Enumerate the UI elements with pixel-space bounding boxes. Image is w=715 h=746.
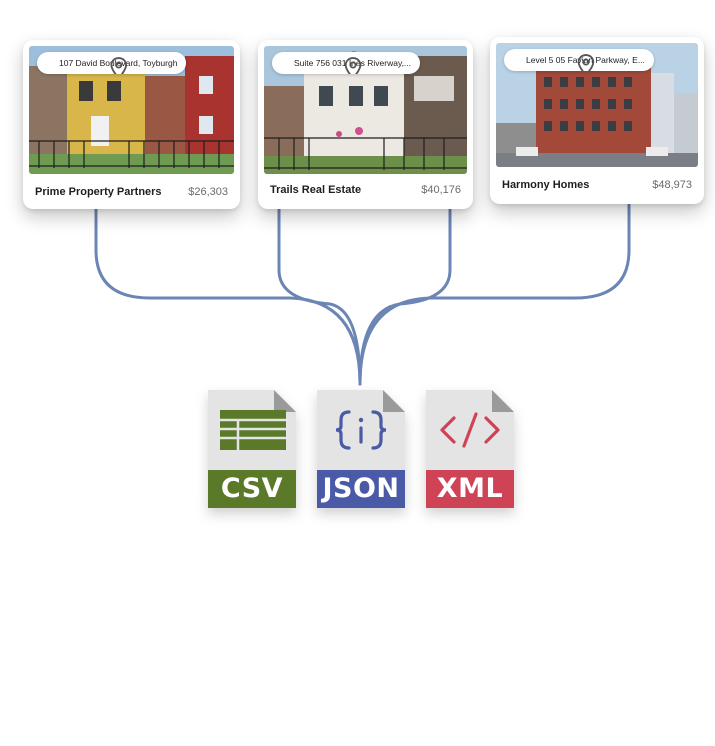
listing-card[interactable]: Level 5 05 Favian Parkway, E... Harmony … <box>490 37 704 204</box>
address-pill: Suite 756 031 Ines Riverway,... <box>272 52 421 74</box>
listing-card[interactable]: Suite 756 031 Ines Riverway,... Trails R… <box>258 40 473 209</box>
file-format-label: JSON <box>322 473 400 504</box>
listing-price: $40,176 <box>421 184 461 196</box>
json-file-icon[interactable]: JSON <box>315 388 407 510</box>
connector-line-4 <box>358 203 631 386</box>
address-pill: 107 David Boulevard, Toyburgh <box>37 52 187 74</box>
property-photo: 107 David Boulevard, Toyburgh <box>29 46 234 174</box>
agency-name: Prime Property Partners <box>35 186 162 198</box>
location-pin-icon <box>110 57 127 74</box>
curly-braces-icon <box>335 410 387 450</box>
listing-price: $48,973 <box>652 179 692 191</box>
address-pill: Level 5 05 Favian Parkway, E... <box>504 49 654 71</box>
property-photo: Suite 756 031 Ines Riverway,... <box>264 46 467 174</box>
spreadsheet-icon <box>220 410 286 450</box>
connector-line-2 <box>277 208 362 386</box>
file-format-label: CSV <box>220 473 284 504</box>
location-pin-icon <box>344 57 362 74</box>
agency-name: Trails Real Estate <box>270 184 362 196</box>
xml-file-icon[interactable]: XML <box>424 388 516 510</box>
location-pin-icon <box>577 54 595 71</box>
agency-name: Harmony Homes <box>502 179 590 191</box>
listing-card[interactable]: 107 David Boulevard, Toyburgh Prime Prop… <box>23 40 240 209</box>
file-format-label: XML <box>436 473 504 504</box>
csv-file-icon[interactable]: CSV <box>206 388 298 510</box>
connector-line-1 <box>94 208 362 386</box>
property-photo: Level 5 05 Favian Parkway, E... <box>496 43 698 167</box>
listing-price: $26,303 <box>188 186 228 198</box>
code-tag-icon <box>440 412 500 448</box>
